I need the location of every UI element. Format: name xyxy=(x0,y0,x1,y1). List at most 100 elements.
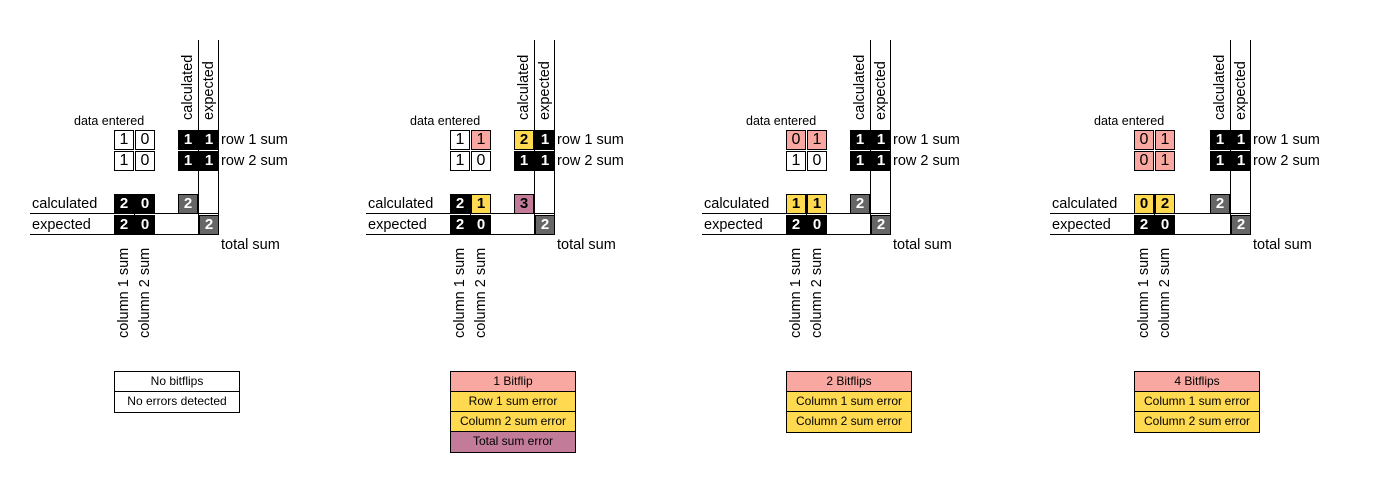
column-1-sum-calculated: 0 xyxy=(1134,194,1154,214)
row-1-sum-label: row 1 sum xyxy=(1253,132,1320,148)
data-cell-r1c2: 1 xyxy=(471,130,491,150)
data-cell-r2c2: 0 xyxy=(471,151,491,171)
legend-item: No errors detected xyxy=(115,392,239,412)
row-2-sum-calculated: 1 xyxy=(178,151,198,171)
grid-line-vertical-expected xyxy=(218,40,219,234)
data-entered-label: data entered xyxy=(1094,114,1165,128)
grid-line-horizontal-calculated xyxy=(366,213,554,214)
total-sum-label: total sum xyxy=(557,237,616,253)
legend-item: 2 Bitflips xyxy=(787,372,911,392)
legend-item: Column 1 sum error xyxy=(787,392,911,412)
legend-item: Column 1 sum error xyxy=(1135,392,1259,412)
expected-column-label: expected xyxy=(201,61,217,120)
column-2-sum-label: column 2 sum xyxy=(137,247,153,338)
legend-item: Row 1 sum error xyxy=(451,392,575,412)
row-2-sum-expected: 1 xyxy=(1231,151,1251,171)
total-sum-expected: 2 xyxy=(199,215,219,235)
grid-line-horizontal-expected xyxy=(702,234,891,235)
column-1-sum-label: column 1 sum xyxy=(116,247,132,338)
data-cell-r1c1: 1 xyxy=(450,130,470,150)
column-2-sum-label: column 2 sum xyxy=(473,247,489,338)
grid-line-vertical-calculated xyxy=(1230,40,1231,234)
column-2-sum-expected: 0 xyxy=(1155,215,1175,235)
data-cell-r1c2: 0 xyxy=(135,130,155,150)
total-sum-calculated: 2 xyxy=(178,194,198,214)
row-1-sum-label: row 1 sum xyxy=(893,132,960,148)
grid-line-vertical-calculated xyxy=(870,40,871,234)
row-2-sum-expected: 1 xyxy=(871,151,891,171)
data-cell-r1c2: 1 xyxy=(1155,130,1175,150)
legend-item: 1 Bitflip xyxy=(451,372,575,392)
calculated-column-label: calculated xyxy=(1212,54,1228,120)
grid-line-vertical-col-divider xyxy=(134,194,135,235)
total-sum-calculated: 3 xyxy=(514,194,534,214)
column-2-sum-expected: 0 xyxy=(135,215,155,235)
total-sum-calculated: 2 xyxy=(1210,194,1230,214)
legend-item: Total sum error xyxy=(451,432,575,452)
grid-line-vertical-calculated xyxy=(198,40,199,234)
row-2-sum-calculated: 1 xyxy=(1210,151,1230,171)
total-sum-label: total sum xyxy=(1253,237,1312,253)
column-2-sum-label: column 2 sum xyxy=(809,247,825,338)
row-2-sum-calculated: 1 xyxy=(850,151,870,171)
total-sum-label: total sum xyxy=(221,237,280,253)
data-entered-label: data entered xyxy=(746,114,817,128)
data-cell-r1c1: 0 xyxy=(1134,130,1154,150)
data-cell-r2c2: 0 xyxy=(135,151,155,171)
data-cell-r2c2: 0 xyxy=(807,151,827,171)
row-1-sum-label: row 1 sum xyxy=(221,132,288,148)
grid-line-vertical-expected xyxy=(890,40,891,234)
expected-row-label: expected xyxy=(368,217,427,233)
expected-column-label: expected xyxy=(537,61,553,120)
column-2-sum-expected: 0 xyxy=(471,215,491,235)
legend-item: Column 2 sum error xyxy=(451,412,575,432)
column-2-sum-calculated: 1 xyxy=(471,194,491,214)
calculated-row-label: calculated xyxy=(1052,196,1118,212)
total-sum-expected: 2 xyxy=(1231,215,1251,235)
column-1-sum-expected: 2 xyxy=(450,215,470,235)
row-1-sum-expected: 1 xyxy=(1231,130,1251,150)
row-1-sum-calculated: 1 xyxy=(178,130,198,150)
column-2-sum-calculated: 2 xyxy=(1155,194,1175,214)
legend-item: Column 2 sum error xyxy=(1135,412,1259,432)
row-2-sum-calculated: 1 xyxy=(514,151,534,171)
grid-line-horizontal-expected xyxy=(1050,234,1251,235)
data-cell-r2c1: 1 xyxy=(786,151,806,171)
grid-line-vertical-col-divider xyxy=(806,194,807,235)
expected-row-label: expected xyxy=(32,217,91,233)
column-2-sum-calculated: 1 xyxy=(807,194,827,214)
data-cell-r1c2: 1 xyxy=(807,130,827,150)
calculated-column-label: calculated xyxy=(180,54,196,120)
data-cell-r2c1: 1 xyxy=(450,151,470,171)
column-1-sum-calculated: 2 xyxy=(450,194,470,214)
column-1-sum-label: column 1 sum xyxy=(788,247,804,338)
calculated-column-label: calculated xyxy=(852,54,868,120)
data-cell-r2c2: 1 xyxy=(1155,151,1175,171)
row-2-sum-label: row 2 sum xyxy=(1253,153,1320,169)
row-1-sum-calculated: 1 xyxy=(1210,130,1230,150)
expected-row-label: expected xyxy=(704,217,763,233)
row-1-sum-expected: 1 xyxy=(199,130,219,150)
column-2-sum-expected: 0 xyxy=(807,215,827,235)
calculated-column-label: calculated xyxy=(516,54,532,120)
total-sum-label: total sum xyxy=(893,237,952,253)
row-1-sum-label: row 1 sum xyxy=(557,132,624,148)
total-sum-expected: 2 xyxy=(871,215,891,235)
column-1-sum-label: column 1 sum xyxy=(1136,247,1152,338)
row-2-sum-expected: 1 xyxy=(535,151,555,171)
legend-item: Column 2 sum error xyxy=(787,412,911,432)
column-1-sum-calculated: 2 xyxy=(114,194,134,214)
grid-line-horizontal-expected xyxy=(366,234,555,235)
grid-line-vertical-col-divider xyxy=(1154,194,1155,235)
calculated-row-label: calculated xyxy=(704,196,770,212)
legend-item: No bitflips xyxy=(115,372,239,392)
expected-row-label: expected xyxy=(1052,217,1111,233)
grid-line-horizontal-expected xyxy=(30,234,219,235)
data-entered-label: data entered xyxy=(410,114,481,128)
expected-column-label: expected xyxy=(1233,61,1249,120)
